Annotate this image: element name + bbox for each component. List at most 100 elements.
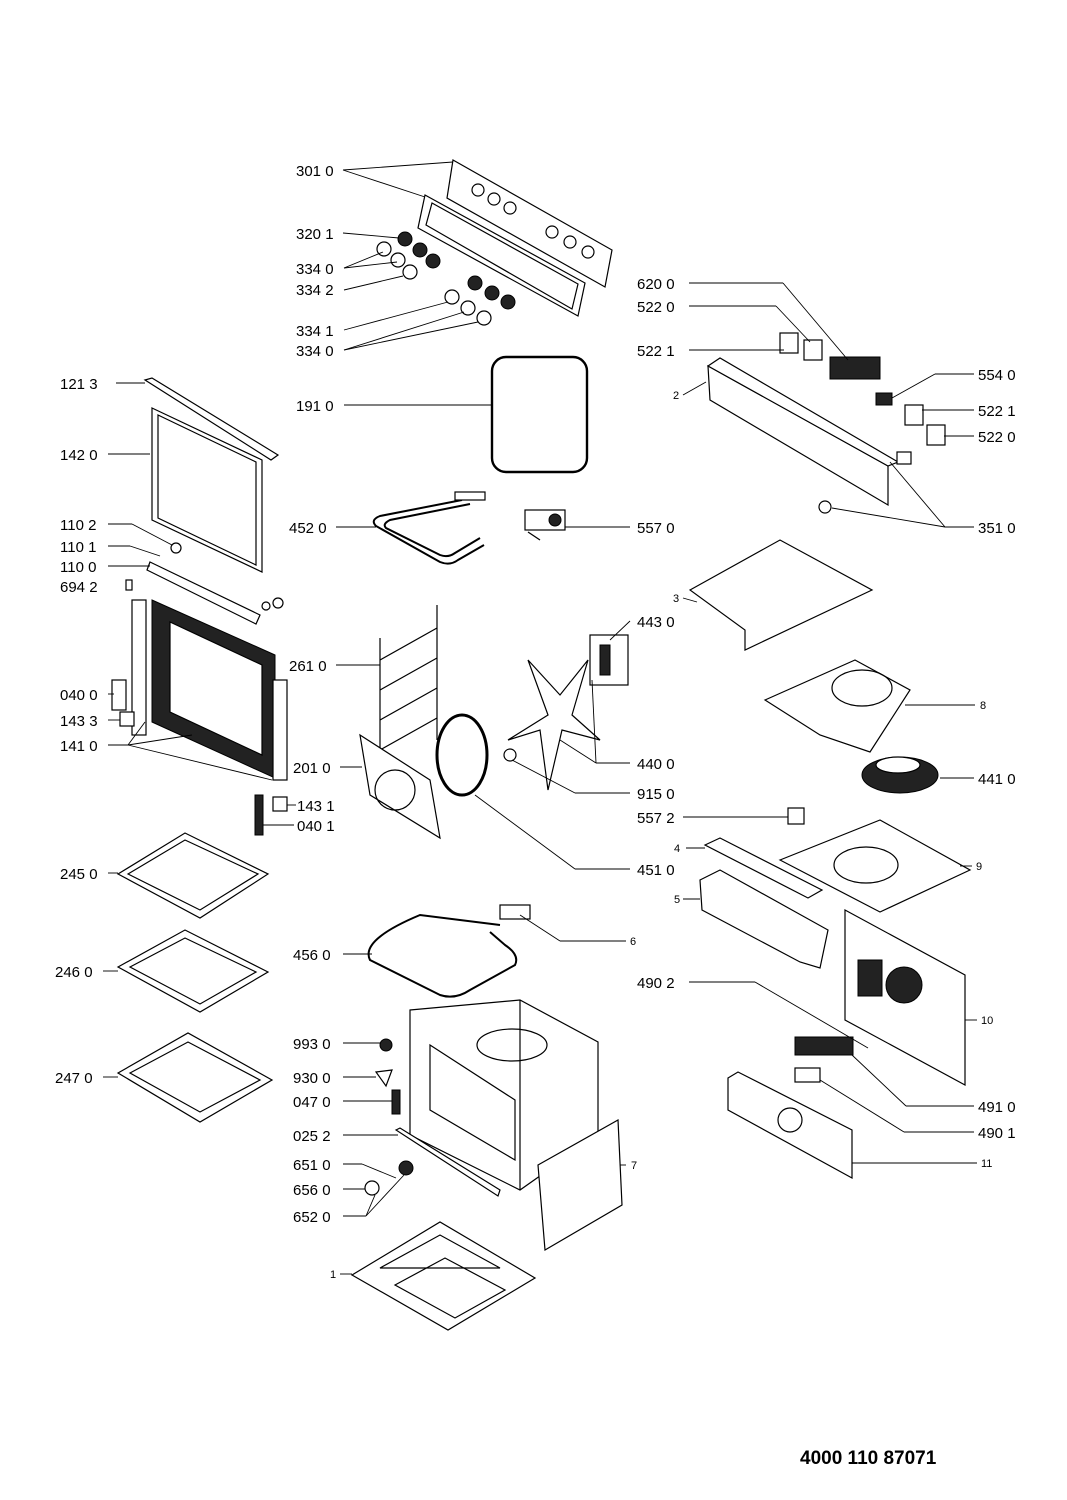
label-10: 10 [981, 1015, 993, 1027]
label-110-1: 110 1 [60, 539, 96, 556]
label-443-0: 443 0 [637, 614, 675, 631]
label-334-1: 334 1 [296, 323, 334, 340]
label-915-0: 915 0 [637, 786, 675, 803]
label-7: 7 [631, 1160, 637, 1172]
label-993-0: 993 0 [293, 1036, 331, 1053]
label-334-2: 334 2 [296, 282, 334, 299]
label-247-0: 247 0 [55, 1070, 93, 1087]
label-025-2: 025 2 [293, 1128, 331, 1145]
duct-part [703, 837, 824, 899]
label-320-1: 320 1 [296, 226, 334, 243]
label-441-0: 441 0 [978, 771, 1016, 788]
drip-tray-part [116, 1032, 274, 1123]
label-8: 8 [980, 700, 986, 712]
label-191-0: 191 0 [296, 398, 334, 415]
top-heating-element-part [372, 499, 485, 565]
label-440-0: 440 0 [637, 756, 675, 773]
terminal-block-part [794, 1036, 854, 1056]
inner-door-part [111, 599, 288, 781]
label-334-0-b: 334 0 [296, 343, 334, 360]
electronics-bracket-part [706, 357, 912, 514]
label-557-0: 557 0 [637, 520, 675, 537]
grill-rack-part [116, 832, 270, 919]
label-490-1: 490 1 [978, 1125, 1016, 1142]
label-6: 6 [630, 936, 636, 948]
label-522-1-a: 522 1 [637, 343, 675, 360]
label-554-0: 554 0 [978, 367, 1016, 384]
hinge-part [254, 794, 288, 836]
label-201-0: 201 0 [293, 760, 331, 777]
label-522-0-a: 522 0 [637, 299, 675, 316]
knobs-part [376, 231, 516, 326]
label-245-0: 245 0 [60, 866, 98, 883]
switches-part [779, 332, 946, 446]
label-2: 2 [673, 390, 679, 402]
label-522-0-b: 522 0 [978, 429, 1016, 446]
bottom-control-panel-part [727, 1071, 853, 1180]
diagram-code: 4000 110 87071 [800, 1448, 937, 1469]
label-694-2: 694 2 [60, 579, 98, 596]
baking-tray-part [116, 929, 270, 1013]
back-panel-part [359, 733, 441, 840]
side-duct-part [699, 869, 829, 969]
fan-nut-part [503, 748, 517, 762]
label-301-0: 301 0 [296, 163, 334, 180]
label-246-0: 246 0 [55, 964, 93, 981]
label-557-2: 557 2 [637, 810, 675, 827]
label-047-0: 047 0 [293, 1094, 331, 1111]
label-456-0: 456 0 [293, 947, 331, 964]
label-143-1: 143 1 [297, 798, 335, 815]
label-522-1-b: 522 1 [978, 403, 1016, 420]
bottom-plate-part [350, 1221, 537, 1331]
label-142-0: 142 0 [60, 447, 98, 464]
label-040-1: 040 1 [297, 818, 335, 835]
label-490-2: 490 2 [637, 975, 675, 992]
shelf-rails-part [379, 605, 438, 770]
label-040-0: 040 0 [60, 687, 98, 704]
label-4: 4 [674, 843, 680, 855]
label-110-0: 110 0 [60, 559, 96, 576]
label-121-3: 121 3 [60, 376, 98, 393]
control-panel-part [417, 159, 613, 317]
label-141-0: 141 0 [60, 738, 98, 755]
side-panel-part [537, 1119, 623, 1251]
front-rail-part [394, 1127, 501, 1197]
leader-lines [103, 161, 977, 1275]
safety-thermostat-part [787, 807, 805, 825]
small-parts [364, 1038, 414, 1196]
label-651-0: 651 0 [293, 1157, 331, 1174]
fan-motor-part [589, 634, 629, 686]
label-261-0: 261 0 [289, 658, 327, 675]
fan-part [507, 659, 601, 791]
circular-element-part [435, 713, 489, 797]
bottom-element-part [367, 913, 518, 998]
fan-cover-part [763, 659, 911, 753]
label-491-0: 491 0 [978, 1099, 1016, 1116]
label-451-0: 451 0 [637, 862, 675, 879]
top-cover-part [688, 539, 874, 651]
label-11: 11 [981, 1158, 992, 1170]
label-656-0: 656 0 [293, 1182, 331, 1199]
label-620-0: 620 0 [637, 276, 675, 293]
rear-panel-part [844, 908, 966, 1087]
label-930-0: 930 0 [293, 1070, 331, 1087]
terminal-clip-part [794, 1067, 821, 1083]
door-handle-part [125, 542, 284, 625]
label-143-3: 143 3 [60, 713, 98, 730]
top-plate-part [778, 819, 972, 913]
outer-glass-part [151, 407, 263, 573]
door-gasket-part [490, 355, 589, 474]
label-5: 5 [674, 894, 680, 906]
label-1: 1 [330, 1269, 336, 1281]
label-652-0: 652 0 [293, 1209, 331, 1226]
label-3: 3 [673, 593, 679, 605]
label-351-0: 351 0 [978, 520, 1016, 537]
label-452-0: 452 0 [289, 520, 327, 537]
motor-part [861, 756, 939, 794]
label-334-0-a: 334 0 [296, 261, 334, 278]
thermostat-part [524, 509, 566, 541]
door-trim-part [143, 377, 280, 461]
label-110-2: 110 2 [60, 517, 96, 534]
label-9: 9 [976, 861, 982, 873]
